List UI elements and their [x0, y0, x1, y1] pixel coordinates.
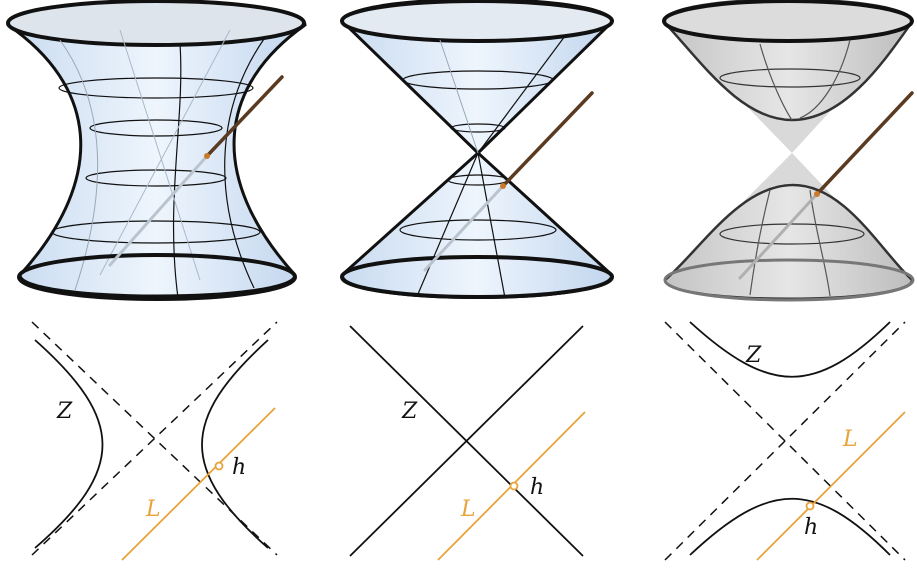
two-sheet-ring: [719, 68, 861, 88]
two-sheet-bottom-rim: [663, 258, 915, 302]
one-sheet-meridian: [224, 38, 265, 289]
asymptote-dashed: [31, 321, 278, 556]
diagram-one-sheet: Z L h: [31, 321, 278, 561]
cone-top-rim: [340, 0, 614, 43]
two-sheet-rod-inside: [738, 192, 819, 280]
cone-ruling: [439, 39, 479, 154]
surface-one-sheet: [6, 0, 307, 301]
label-L: L: [460, 497, 476, 522]
cone-rod-inside: [423, 184, 505, 272]
hyperbola-branch-bottom: [689, 498, 891, 556]
one-sheet-meridian: [172, 43, 182, 299]
label-L: L: [145, 497, 161, 522]
cone-ruling: [477, 35, 566, 154]
one-sheet-ring: [51, 220, 261, 244]
label-h: h: [804, 515, 818, 540]
cone-ruling: [477, 152, 506, 299]
hyperbola-branch-left: [34, 339, 104, 549]
cone-rod: [501, 91, 594, 188]
two-sheet-rod-point: [814, 191, 820, 197]
asymptote-dashed: [664, 321, 906, 561]
label-Z: Z: [56, 399, 73, 424]
surface-cone: [340, 0, 614, 299]
asymptote-dashed: [31, 321, 278, 556]
point-h: [214, 461, 224, 471]
cone-bottom-rim: [340, 255, 614, 299]
two-sheet-ring: [719, 223, 865, 245]
hyperbola-branch-right: [201, 339, 269, 549]
point-h: [509, 481, 519, 491]
cone-ruling: [417, 152, 479, 295]
line-L: [121, 407, 276, 561]
cone-ring: [450, 123, 506, 133]
hyperbola-branch-top: [689, 321, 891, 378]
one-sheet-rod: [205, 75, 284, 158]
one-sheet-rod-inside: [108, 154, 209, 267]
cone-ring: [399, 219, 557, 241]
label-Z: Z: [745, 343, 762, 368]
two-sheet-lower: [663, 183, 914, 300]
label-h: h: [232, 455, 246, 480]
surface-two-sheet: [662, 0, 915, 302]
cone-line: [349, 325, 584, 557]
point-h: [805, 501, 815, 511]
one-sheet-ring: [58, 77, 254, 99]
one-sheet-ring: [89, 119, 223, 137]
cone-ring: [402, 70, 554, 90]
diagram-two-sheet: Z L h: [664, 321, 906, 561]
diagram-cone: Z L h: [349, 325, 586, 561]
label-L: L: [842, 427, 858, 452]
one-sheet-top-rim: [6, 0, 306, 47]
one-sheet-meridian: [59, 39, 99, 291]
label-Z: Z: [401, 399, 418, 424]
label-h: h: [530, 475, 544, 500]
cone-rod-point: [500, 183, 506, 189]
one-sheet-bottom-rim: [17, 253, 297, 301]
one-sheet-rod-point: [204, 153, 210, 159]
two-sheet-rod: [815, 91, 914, 196]
line-L: [756, 411, 906, 561]
two-sheet-top-rim: [662, 0, 914, 43]
